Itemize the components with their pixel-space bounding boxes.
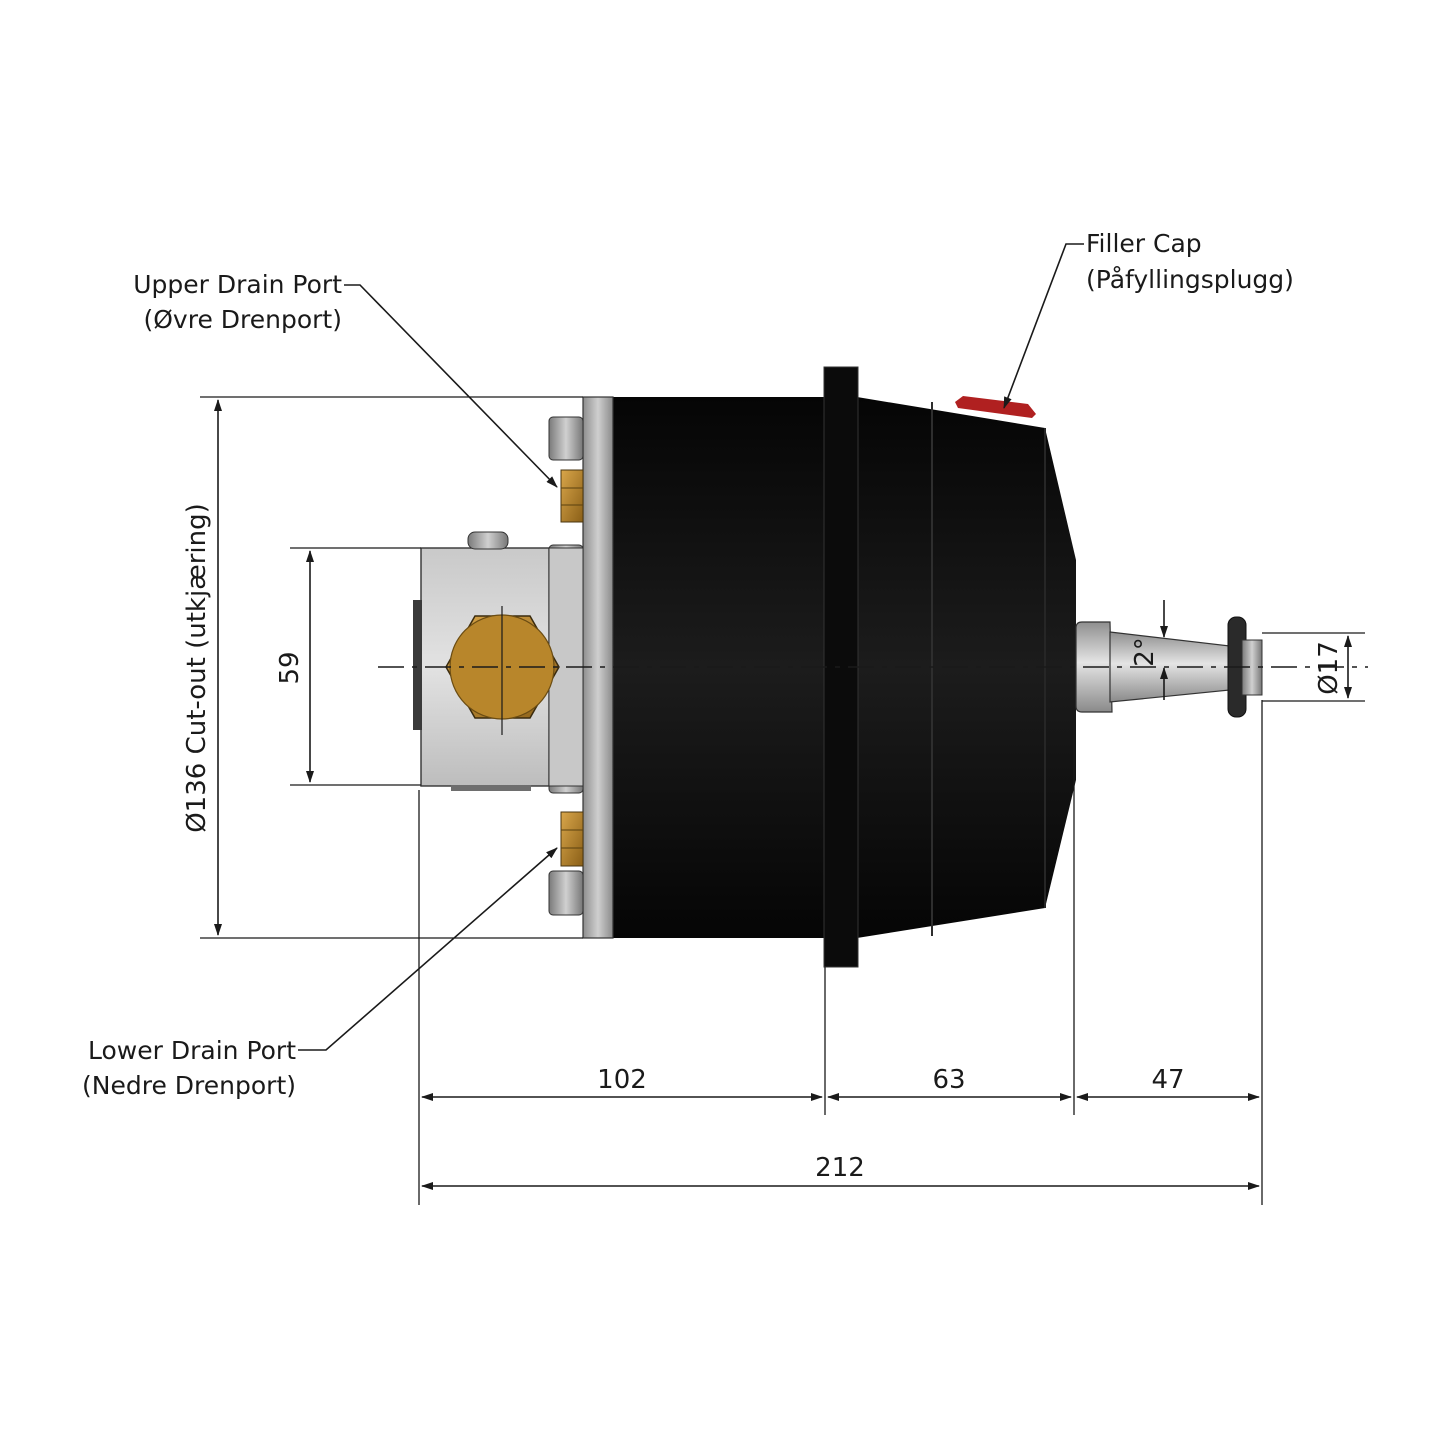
cutout-dimension: Ø136 Cut-out (utkjæring) xyxy=(182,396,583,939)
block-height-text: 59 xyxy=(275,651,305,684)
filler-cap xyxy=(955,396,1036,418)
bolt-head xyxy=(548,870,584,916)
taper-angle-dimension: 2° xyxy=(1130,600,1168,700)
block-height-dimension: 59 xyxy=(275,547,421,786)
lower-drain-label: Lower Drain Port xyxy=(88,1036,296,1065)
upper-drain-port xyxy=(560,469,584,523)
lower-drain-sublabel: (Nedre Drenport) xyxy=(82,1071,296,1100)
taper-angle-text: 2° xyxy=(1130,637,1160,667)
bolt-head xyxy=(548,416,584,461)
shaft-length-text: 47 xyxy=(1151,1065,1184,1095)
section-dimensions: 102 63 47 xyxy=(421,1065,1260,1101)
port-block xyxy=(413,531,584,791)
shaft-diameter-text: Ø17 xyxy=(1314,641,1344,695)
lower-drain-callout: Lower Drain Port (Nedre Drenport) xyxy=(82,847,558,1100)
bleed-screw xyxy=(467,531,509,550)
lower-drain-port xyxy=(560,811,584,867)
filler-cap-callout: Filler Cap (Påfyllingsplugg) xyxy=(1003,229,1294,409)
cutout-dimension-text: Ø136 Cut-out (utkjæring) xyxy=(182,503,212,833)
upper-drain-label: Upper Drain Port xyxy=(133,270,342,299)
mid-section-text: 63 xyxy=(932,1065,965,1095)
filler-cap-label: Filler Cap xyxy=(1086,229,1202,258)
upper-drain-sublabel: (Øvre Drenport) xyxy=(144,305,343,334)
upper-drain-callout: Upper Drain Port (Øvre Drenport) xyxy=(133,270,558,488)
filler-cap-sublabel: (Påfyllingsplugg) xyxy=(1086,265,1294,294)
overall-length-dimension: 212 xyxy=(421,1153,1260,1190)
shaft-diameter-dimension: Ø17 xyxy=(1262,632,1365,702)
front-section-text: 102 xyxy=(597,1065,647,1095)
overall-length-text: 212 xyxy=(815,1153,865,1183)
